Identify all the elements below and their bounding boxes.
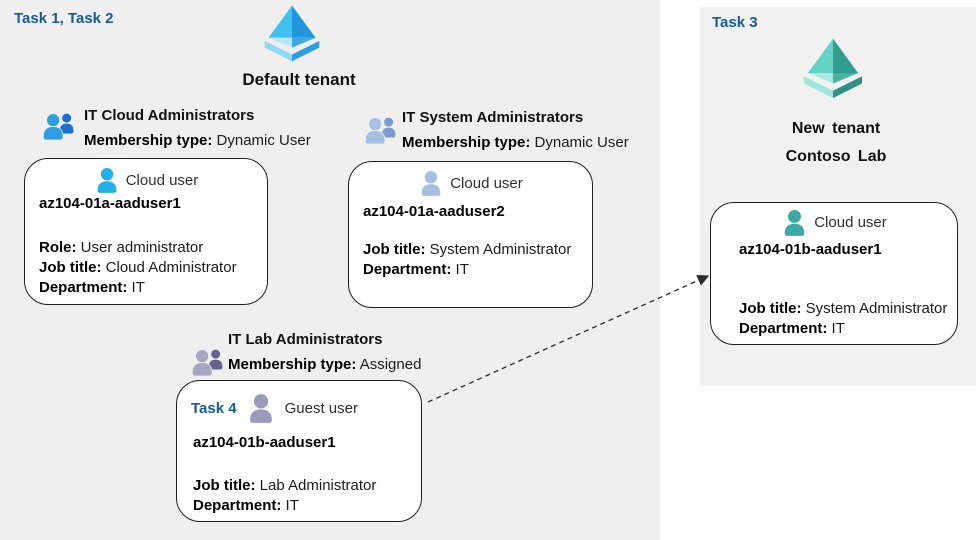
job-title-label: Job title:: [739, 300, 802, 317]
user-type-label: Cloud user: [814, 214, 887, 231]
user-card-new-tenant-user: Cloud user az104-01b-aaduser1 Job title:…: [710, 202, 958, 345]
new-tenant-panel: Task 3 New tenant Contoso Lab Cloud user…: [700, 7, 976, 386]
task-label-guest: Task 4: [191, 399, 237, 417]
job-title-label: Job title:: [39, 259, 102, 276]
azure-ad-tenant-icon-blue: [264, 5, 320, 62]
job-title-value: Lab Administrator: [259, 477, 377, 494]
new-tenant-title-line1: New tenant: [791, 120, 881, 137]
new-tenant-title-line2: Contoso Lab: [785, 148, 887, 165]
user-department: Department: IT: [739, 319, 947, 339]
membership-label: Membership type:: [402, 134, 531, 151]
role-label: Role:: [39, 239, 77, 256]
user-group-icon-system-admins: [364, 117, 396, 145]
user-card-aaduser1: Cloud user az104-01a-aaduser1 Role: User…: [24, 158, 268, 305]
department-label: Department:: [363, 261, 452, 278]
membership-label: Membership type:: [84, 132, 213, 149]
task-label-right: Task 3: [712, 14, 758, 31]
user-job-title: Job title: System Administrator: [739, 299, 947, 319]
user-card-guest: Task 4 Guest user az104-01b-aaduser1 Job…: [176, 380, 422, 522]
job-title-value: System Administrator: [805, 300, 948, 317]
azure-ad-tenant-icon-teal: [803, 38, 863, 99]
group-membership-system-admins: Membership type: Dynamic User: [402, 133, 629, 153]
job-title-label: Job title:: [193, 477, 256, 494]
group-name-lab-admins: IT Lab Administrators: [228, 331, 383, 348]
user-group-icon-cloud-admins: [42, 113, 74, 141]
user-details: Job title: System Administrator Departme…: [363, 240, 571, 280]
user-job-title: Job title: Lab Administrator: [193, 476, 376, 496]
user-role: Role: User administrator: [39, 238, 237, 258]
user-department: Department: IT: [363, 260, 571, 280]
job-title-value: Cloud Administrator: [105, 259, 237, 276]
user-group-icon-lab-admins: [191, 349, 223, 377]
user-details: Job title: System Administrator Departme…: [739, 299, 947, 339]
user-name: az104-01b-aaduser1: [193, 434, 336, 451]
user-card-header: Cloud user: [349, 170, 592, 196]
role-value: User administrator: [80, 239, 204, 256]
user-card-header: Cloud user: [25, 167, 267, 193]
department-label: Department:: [193, 497, 282, 514]
user-name: az104-01a-aaduser1: [39, 195, 181, 212]
user-type-label: Cloud user: [450, 174, 523, 192]
user-job-title: Job title: Cloud Administrator: [39, 258, 237, 278]
cloud-user-icon: [97, 168, 117, 193]
department-value: IT: [831, 320, 845, 337]
task-label-left: Task 1, Task 2: [14, 10, 114, 27]
user-type-label: Guest user: [284, 399, 358, 417]
membership-value: Assigned: [359, 356, 422, 373]
membership-label: Membership type:: [228, 356, 357, 373]
department-label: Department:: [39, 279, 128, 296]
cloud-user-icon: [784, 210, 805, 236]
default-tenant-title: Default tenant: [242, 70, 356, 89]
user-details: Job title: Lab Administrator Department:…: [193, 476, 376, 516]
group-membership-cloud-admins: Membership type: Dynamic User: [84, 131, 311, 151]
user-department: Department: IT: [39, 278, 237, 298]
department-label: Department:: [739, 320, 828, 337]
user-department: Department: IT: [193, 496, 376, 516]
membership-value: Dynamic User: [216, 132, 311, 149]
user-name: az104-01a-aaduser2: [363, 203, 505, 220]
department-value: IT: [285, 497, 299, 514]
user-job-title: Job title: System Administrator: [363, 240, 571, 260]
user-details: Role: User administrator Job title: Clou…: [39, 238, 237, 298]
department-value: IT: [455, 261, 469, 278]
cloud-user-icon: [421, 171, 441, 196]
job-title-label: Job title:: [363, 241, 426, 258]
department-value: IT: [131, 279, 145, 296]
user-card-aaduser2: Cloud user az104-01a-aaduser2 Job title:…: [348, 161, 593, 308]
membership-value: Dynamic User: [534, 134, 629, 151]
user-name: az104-01b-aaduser1: [739, 241, 882, 258]
group-membership-lab-admins: Membership type: Assigned: [228, 355, 421, 375]
job-title-value: System Administrator: [429, 241, 572, 258]
user-card-header: Cloud user: [711, 209, 957, 236]
group-name-cloud-admins: IT Cloud Administrators: [84, 107, 255, 124]
user-card-header: Task 4 Guest user: [191, 393, 358, 423]
guest-user-icon: [249, 394, 272, 423]
group-name-system-admins: IT System Administrators: [402, 109, 584, 126]
user-type-label: Cloud user: [125, 171, 199, 189]
